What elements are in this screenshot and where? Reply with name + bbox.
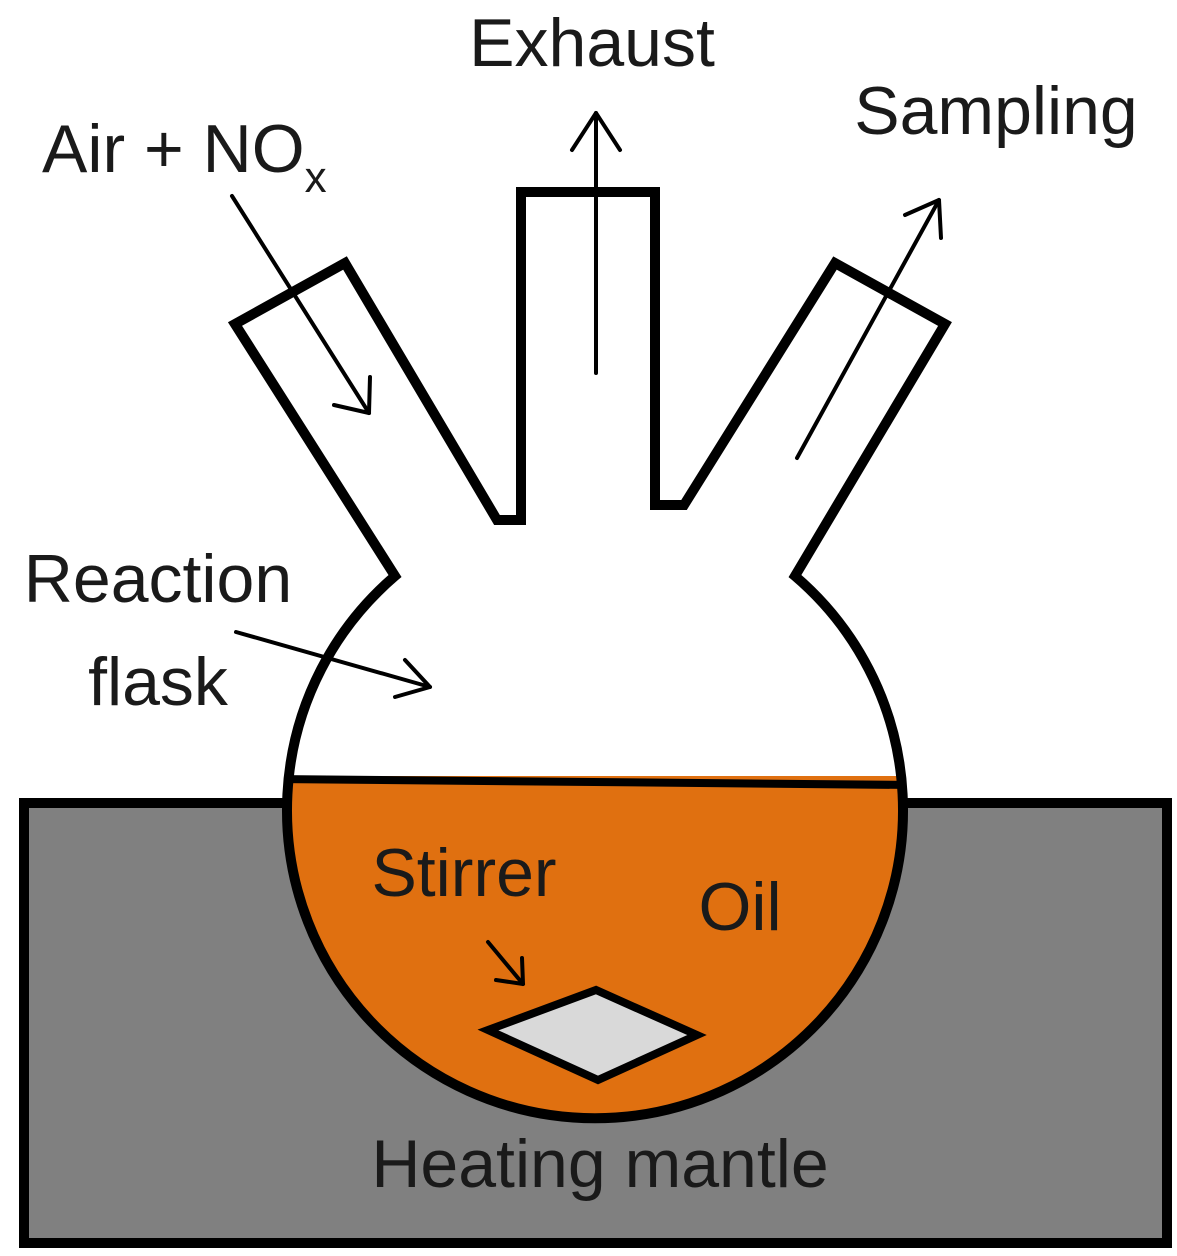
- oil-label: Oil: [698, 869, 781, 945]
- exhaust-arrow: [570, 111, 622, 375]
- reaction-label-line1: Reaction: [24, 541, 292, 617]
- stirrer-bar: [477, 985, 707, 1085]
- reaction-label-line2: flask: [88, 644, 229, 720]
- air-nox-label: Air + NOx: [42, 111, 327, 202]
- stirrer-pointer-arrow: [486, 940, 525, 986]
- flask-pointer-arrow: [234, 630, 432, 699]
- sampling-label: Sampling: [854, 73, 1138, 149]
- stirrer-label: Stirrer: [371, 835, 556, 911]
- flask-outline: [227, 187, 952, 1124]
- air-nox-subscript: x: [305, 153, 327, 202]
- air-inlet-arrow: [230, 194, 372, 415]
- oil-surface-line: [269, 775, 911, 789]
- air-nox-main: Air + NO: [42, 111, 305, 187]
- sampling-arrow: [795, 198, 943, 460]
- heating-mantle-label: Heating mantle: [371, 1126, 828, 1202]
- exhaust-label: Exhaust: [469, 5, 715, 81]
